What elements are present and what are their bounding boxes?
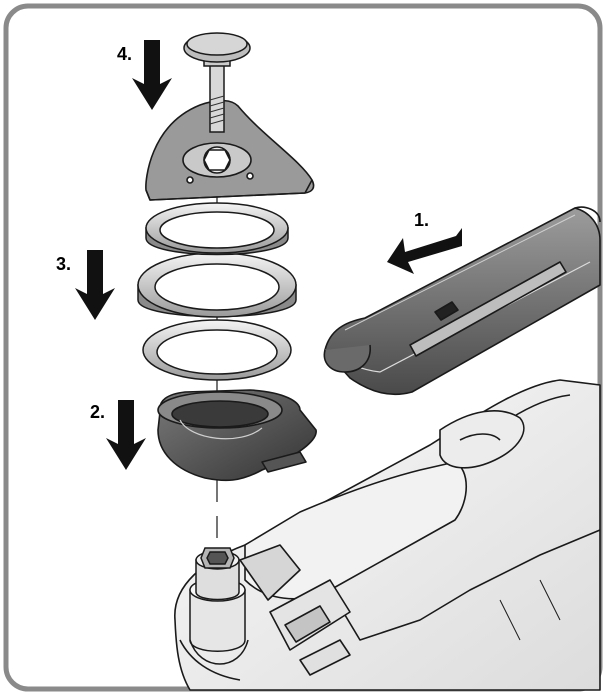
tool-spindle — [189, 547, 249, 665]
adapter-cup — [157, 389, 317, 482]
down-arrow-icon — [132, 40, 172, 110]
extraction-nozzle — [323, 206, 601, 396]
sanding-plate — [145, 99, 315, 201]
plate-screw — [183, 32, 251, 133]
down-arrow-icon — [106, 400, 146, 470]
left-arrow-icon — [387, 228, 462, 274]
sealing-rings — [137, 202, 297, 381]
down-arrow-icon — [75, 250, 115, 320]
step-2-label: 2. — [90, 402, 105, 422]
step-1-label: 1. — [414, 210, 429, 230]
step-3-label: 3. — [56, 254, 71, 274]
step-4-label: 4. — [117, 44, 132, 64]
multitool-body — [174, 379, 601, 691]
